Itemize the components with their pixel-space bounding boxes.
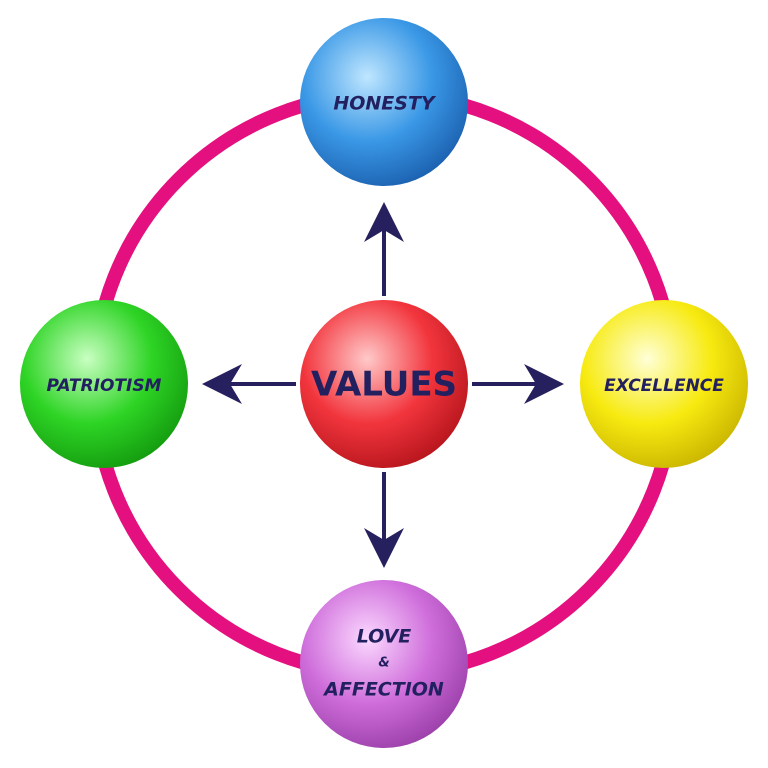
node-excellence: EXCELLENCE — [580, 300, 748, 468]
node-excellence-label: EXCELLENCE — [604, 376, 724, 396]
node-honesty-label: HONESTY — [333, 93, 437, 115]
node-love-label: LOVE — [357, 626, 412, 648]
node-excellence-circle — [580, 300, 748, 468]
node-love-affection-circle — [300, 580, 468, 748]
node-patriotism: PATRIOTISM — [20, 300, 188, 468]
node-values: VALUES — [300, 300, 468, 468]
node-ampersand-label: & — [378, 656, 389, 671]
node-honesty: HONESTY — [300, 18, 468, 186]
node-patriotism-circle — [20, 300, 188, 468]
node-love-affection: LOVE & AFFECTION — [300, 580, 468, 748]
node-honesty-circle — [300, 18, 468, 186]
node-values-label: VALUES — [311, 365, 457, 405]
node-values-circle — [300, 300, 468, 468]
node-patriotism-label: PATRIOTISM — [47, 376, 162, 396]
node-affection-label: AFFECTION — [322, 679, 444, 701]
